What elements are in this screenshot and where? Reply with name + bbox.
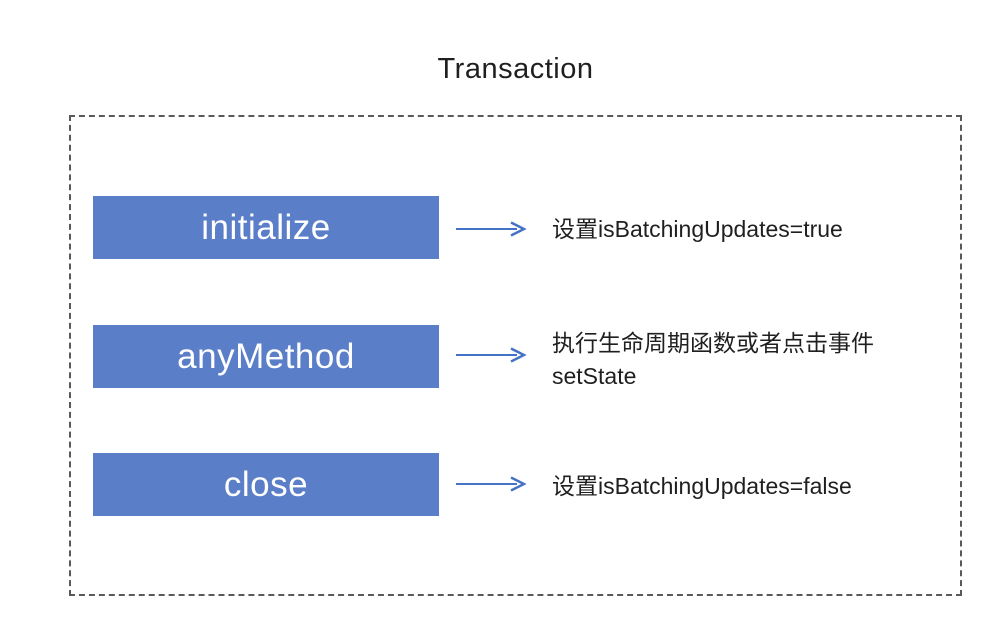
dashed-frame: [69, 115, 962, 596]
step-box-close: close: [93, 453, 439, 516]
right-arrow-icon: [456, 221, 527, 237]
step-box-initialize: initialize: [93, 196, 439, 259]
step-description: 设置isBatchingUpdates=true: [552, 215, 843, 242]
step-box-anymethod: anyMethod: [93, 325, 439, 388]
diagram-title: Transaction: [437, 53, 594, 85]
step-description: 执行生命周期函数或者点击事件 setState: [552, 330, 874, 389]
right-arrow-icon: [456, 347, 527, 363]
right-arrow-icon: [456, 476, 527, 492]
step-description: 设置isBatchingUpdates=false: [552, 472, 852, 499]
